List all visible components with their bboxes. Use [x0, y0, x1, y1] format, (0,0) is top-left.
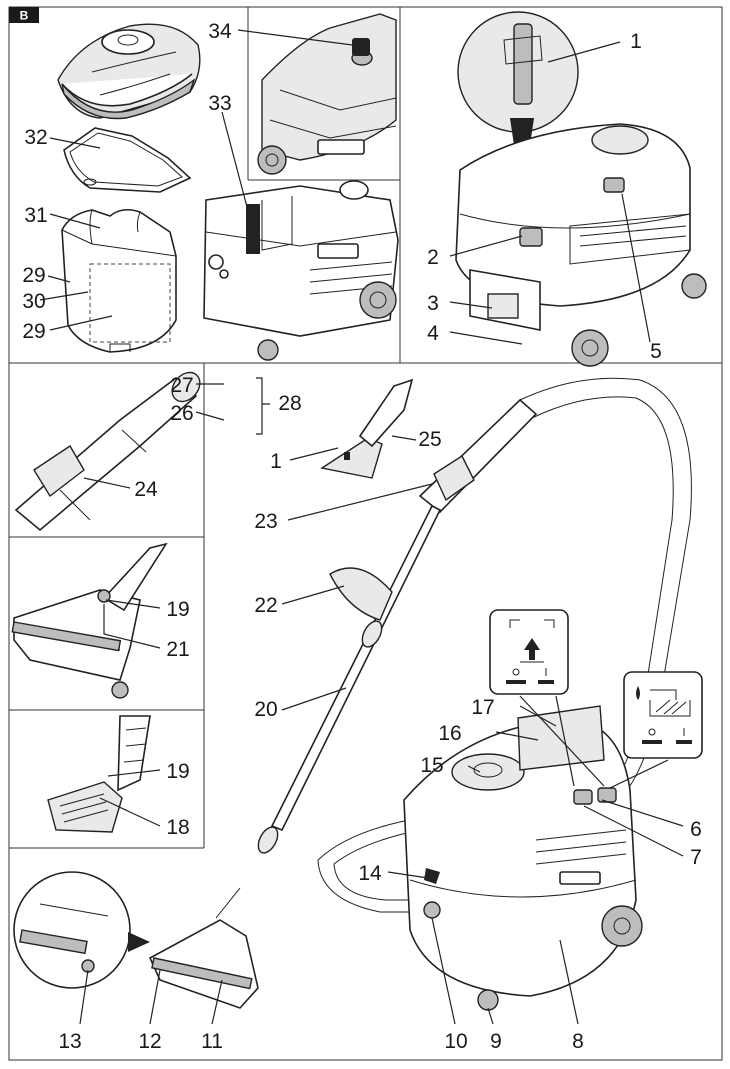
callout-6: 6: [690, 818, 702, 841]
callout-labels: 1 2 3 4 5 1 25 23 22 20 17 16 15 14 10 9…: [22, 20, 702, 1053]
callout-22: 22: [254, 594, 277, 617]
callout-4: 4: [427, 322, 439, 345]
callout-31: 31: [24, 204, 47, 227]
callout-3: 3: [427, 292, 439, 315]
leader-lines: [39, 29, 684, 1025]
callout-28: 28: [278, 392, 301, 415]
figure-tag: B: [9, 7, 39, 23]
callout-19-upholstery: 19: [166, 760, 189, 783]
callout-27: 27: [170, 374, 193, 397]
inset-lid-open: [257, 13, 397, 175]
panel-frames: [8, 6, 723, 1061]
callout-18: 18: [166, 816, 189, 839]
callout-32: 32: [24, 126, 47, 149]
floor-nozzle-adapter-illustration: [11, 542, 168, 699]
callout-11: 11: [201, 1030, 223, 1053]
callout-8: 8: [572, 1030, 584, 1053]
callout-5: 5: [650, 340, 662, 363]
callout-13: 13: [58, 1030, 81, 1053]
callout-29-upper: 29: [22, 264, 45, 287]
callout-1-nozzle: 1: [270, 450, 282, 473]
lid-illustration: [57, 23, 201, 120]
dirt-tank-illustration: [61, 208, 177, 353]
callout-17: 17: [471, 696, 494, 719]
upholstery-adapter-illustration: [47, 715, 151, 833]
callout-15: 15: [420, 754, 443, 777]
callout-23: 23: [254, 510, 277, 533]
main-assembly-illustration: [13, 377, 692, 1011]
callout-26: 26: [170, 402, 193, 425]
figure-tag-letter: B: [20, 9, 29, 23]
callout-25: 25: [418, 428, 441, 451]
callout-14: 14: [358, 862, 382, 885]
callout-24: 24: [134, 478, 158, 501]
pictogram-spray-only: [623, 671, 703, 759]
callout-21: 21: [166, 638, 189, 661]
callout-16: 16: [438, 722, 461, 745]
callout-30: 30: [22, 290, 45, 313]
callout-7: 7: [690, 846, 702, 869]
callout-1-water-tank: 1: [630, 30, 642, 53]
flat-filter-illustration: [63, 127, 192, 193]
callout-2: 2: [427, 246, 439, 269]
callout-29-lower: 29: [22, 320, 45, 343]
machine-rear-illustration: [455, 11, 707, 367]
callout-34: 34: [208, 20, 232, 43]
callout-9: 9: [490, 1030, 502, 1053]
callout-33: 33: [208, 92, 231, 115]
pictogram-spray-suction: [489, 609, 569, 695]
open-machine-illustration: [203, 180, 399, 361]
callout-19-floor: 19: [166, 598, 189, 621]
callout-10: 10: [444, 1030, 467, 1053]
hose-handle-illustration: [14, 371, 201, 532]
callout-20: 20: [254, 698, 277, 721]
callout-12: 12: [138, 1030, 161, 1053]
